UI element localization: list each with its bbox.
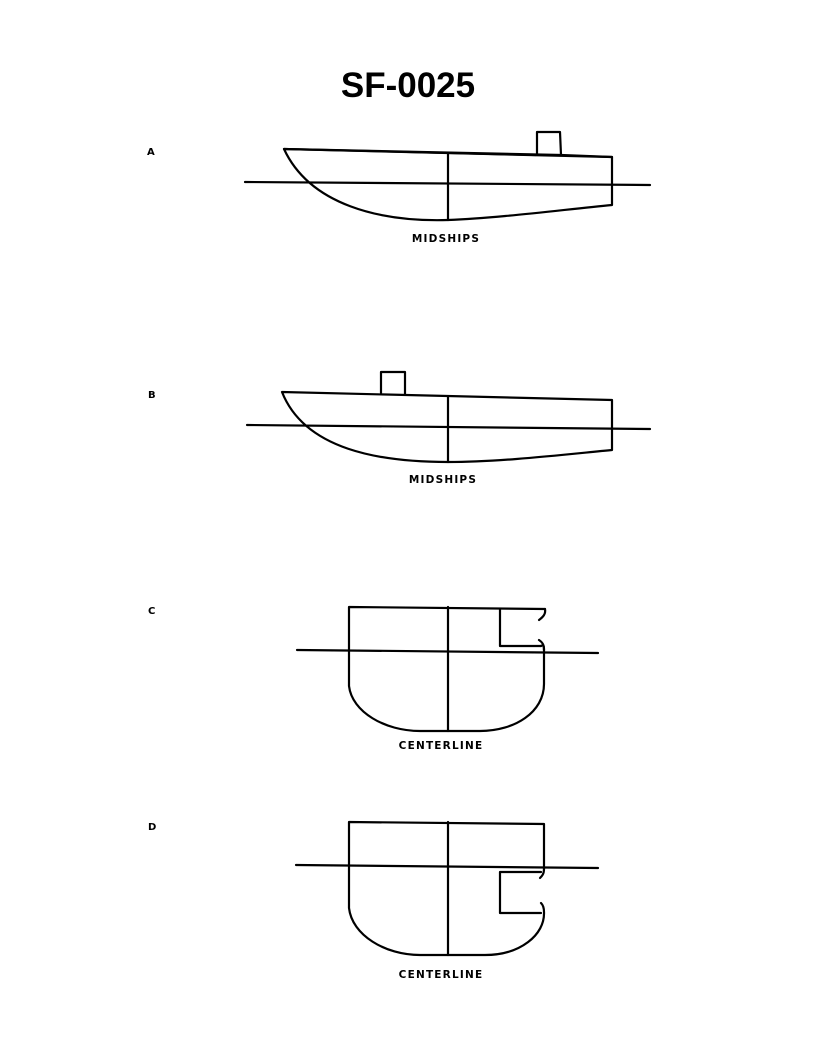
figure-d-hull: [347, 820, 546, 957]
figure-c-notch: [498, 607, 543, 648]
figure-c-caption: CENTERLINE: [398, 740, 484, 752]
figure-d-caption: CENTERLINE: [398, 969, 484, 981]
figure-d-waterline: [294, 863, 600, 870]
figure-d-hull-section: [294, 820, 600, 957]
figure-a-caption: MIDSHIPS: [411, 233, 481, 245]
figure-b-stack: [379, 370, 407, 396]
figure-a-waterline: [243, 180, 652, 187]
figure-b-label: B: [148, 390, 156, 401]
figure-c-notch-bottom-curl: [539, 644, 546, 652]
figure-d-notch: [498, 870, 543, 915]
figure-c-waterline: [295, 648, 600, 655]
figure-b-ship-profile: [245, 370, 652, 464]
page-title: SF-0025: [340, 66, 476, 105]
figure-d-notch-top-curl: [538, 867, 546, 880]
figure-c-hull-section: [295, 605, 600, 733]
figure-a-stack: [535, 130, 563, 157]
figure-d-label: D: [148, 822, 157, 833]
figure-c-notch-top-curl: [537, 607, 547, 622]
figure-a-ship-profile: [243, 130, 652, 222]
figure-b-waterline: [245, 423, 652, 431]
figure-b-caption: MIDSHIPS: [408, 474, 478, 486]
figure-c-label: C: [148, 606, 156, 617]
figure-a-label: A: [147, 147, 155, 158]
